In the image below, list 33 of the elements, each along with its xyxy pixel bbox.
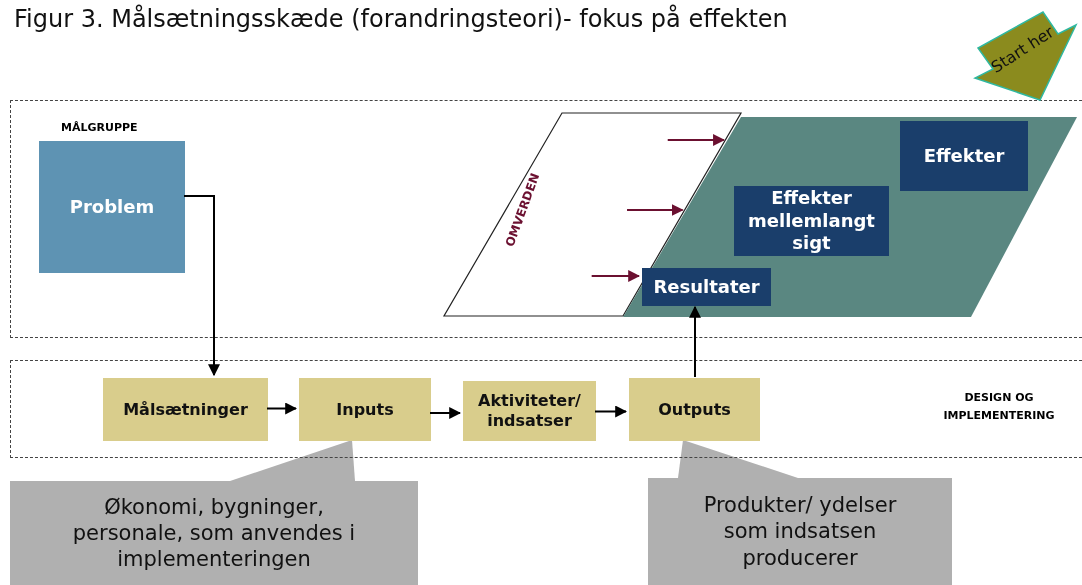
box-label: Økonomi, bygninger, personale, som anvendes i implementeringen [71, 493, 357, 573]
process-box [39, 141, 185, 273]
callout-pointer [230, 440, 355, 481]
panel-heading: DESIGN OG IMPLEMENTERING [942, 390, 1056, 424]
box-label: Effekter mellemlangt sigt [747, 187, 876, 255]
process-box [463, 381, 596, 441]
box-label: Problem [69, 195, 155, 219]
figure-title: Figur 3. Målsætningsskæde (forandringsteori)- fokus på effekten [14, 5, 788, 33]
box-label: Effekter [923, 144, 1005, 168]
outcome-box [642, 268, 771, 306]
box-label: Resultater [653, 275, 760, 299]
box-label: Produkter/ ydelser som indsatsen producerer [702, 492, 898, 571]
arrow [689, 305, 701, 378]
box-label: Målsætninger [123, 399, 248, 420]
arrow [594, 405, 628, 418]
process-box [299, 378, 431, 441]
box-label: Aktiviteter/ indsatser [477, 391, 582, 431]
panel-heading: MÅLGRUPPE [61, 120, 138, 136]
box-label: Inputs [336, 399, 394, 420]
arrow [666, 134, 726, 146]
outcome-box [734, 186, 889, 256]
arrow [429, 407, 462, 419]
arrow [183, 195, 220, 377]
dashed-panel [10, 100, 1082, 338]
outcome-box [900, 121, 1028, 191]
arrow [626, 204, 684, 216]
dashed-panel [10, 360, 1082, 458]
callout-pointer [678, 440, 798, 478]
arrow [266, 402, 298, 415]
process-box [629, 378, 760, 441]
process-box [103, 378, 268, 441]
box-label: Outputs [658, 399, 731, 420]
arrow [590, 270, 641, 282]
